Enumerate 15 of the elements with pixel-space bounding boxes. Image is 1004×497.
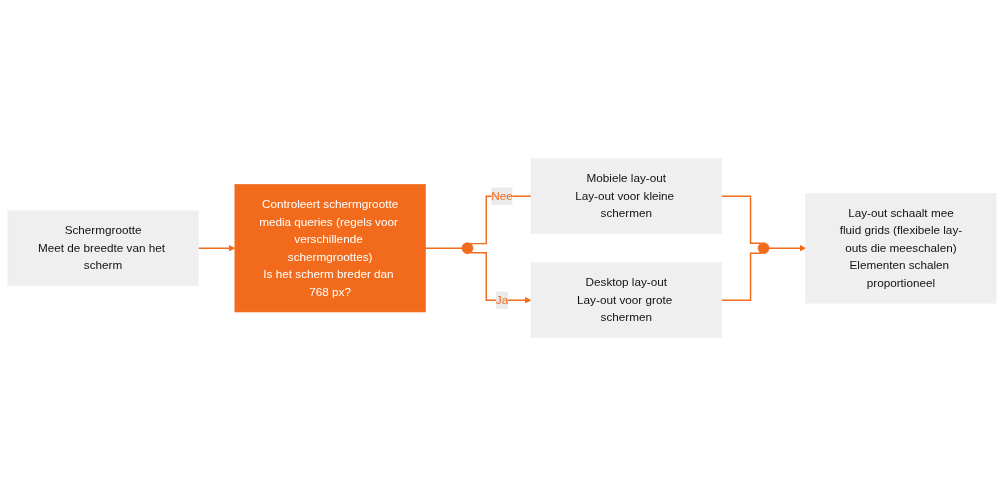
node-circle xyxy=(757,242,770,255)
arrow xyxy=(469,252,532,304)
node-circle xyxy=(461,242,474,255)
node-box: Desktop lay-out Lay-out voor grote schermen xyxy=(530,262,722,339)
edge-label: Nee xyxy=(491,189,513,203)
node-box: Schermgrootte Meet de breedte van het scherm xyxy=(7,210,199,287)
arrow xyxy=(197,245,236,252)
connector xyxy=(720,195,763,245)
arrow xyxy=(768,245,806,252)
node-box: Controleert schermgrootte media queries (regels voor verschillende schermgroottes) Is het scherm breder dan 768 px? xyxy=(234,184,426,313)
connector xyxy=(720,252,763,302)
connector xyxy=(424,247,463,250)
node-box: Mobiele lay-out Lay-out voor kleine schermen xyxy=(530,158,722,235)
edge-label: Ja xyxy=(495,293,509,307)
node-box: Lay-out schaalt mee fluid grids (flexibele lay-outs die meeschalen) Elementen schalen proportioneel xyxy=(805,193,997,304)
